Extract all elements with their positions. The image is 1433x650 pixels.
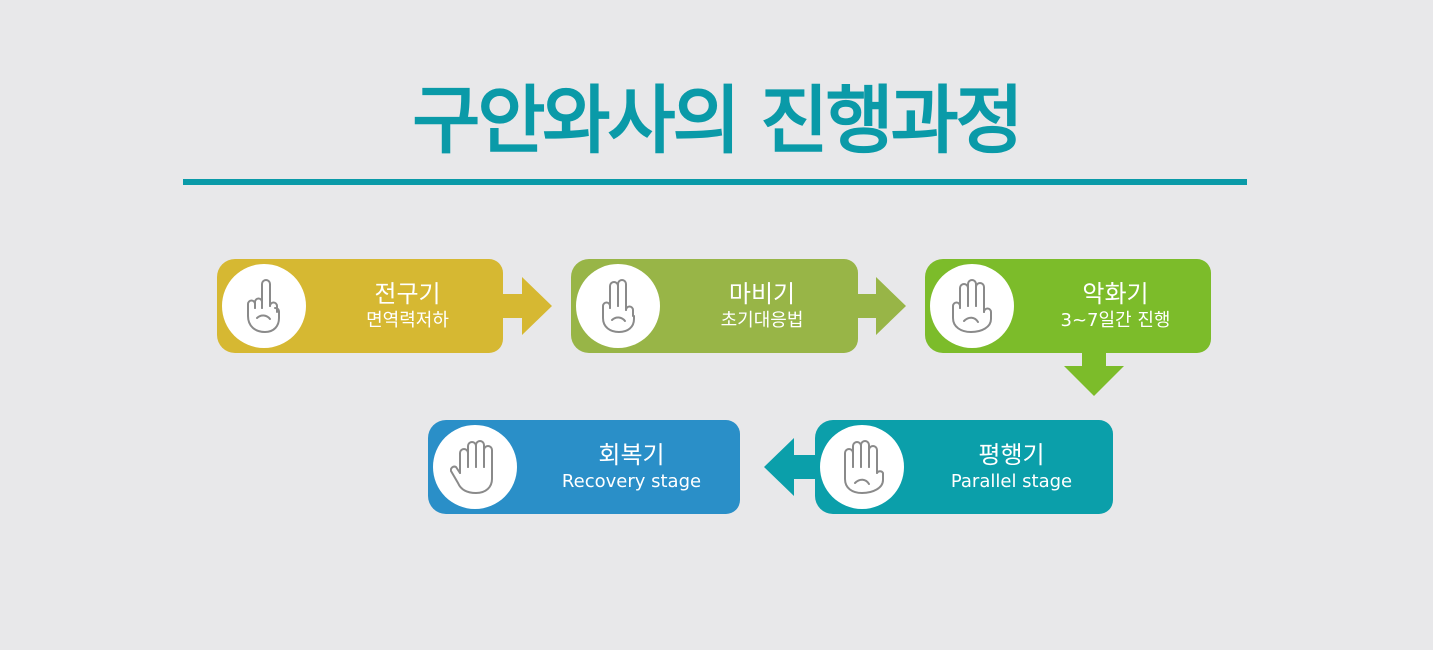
- stage-name: 악화기: [1082, 280, 1149, 308]
- two-finger-hand-icon: [602, 279, 635, 333]
- stage-icon-circle: [930, 264, 1014, 348]
- open-hand-icon: [450, 440, 493, 494]
- stage-icon-circle: [433, 425, 517, 509]
- stage-plateau: 평행기 Parallel stage: [815, 420, 1113, 514]
- arrow-down-icon: [1064, 350, 1124, 396]
- stage-label: 악화기 3~7일간 진행: [1020, 259, 1211, 353]
- stage-name: 평행기: [978, 441, 1045, 469]
- stage-recovery: 회복기 Recovery stage: [428, 420, 740, 514]
- stage-paralysis: 마비기 초기대응법: [571, 259, 858, 353]
- arrow-right-icon: [500, 277, 552, 335]
- stage-label: 마비기 초기대응법: [666, 259, 858, 353]
- stage-icon-circle: [222, 264, 306, 348]
- stage-desc: 초기대응법: [720, 310, 804, 331]
- stage-prodromal: 전구기 면역력저하: [217, 259, 503, 353]
- arrow-right-icon: [854, 277, 906, 335]
- page-title: 구안와사의 진행과정: [412, 78, 1023, 164]
- stage-name: 회복기: [598, 441, 665, 469]
- title-divider: [183, 179, 1247, 185]
- stage-desc: 면역력저하: [366, 310, 449, 331]
- stage-label: 회복기 Recovery stage: [523, 420, 740, 514]
- three-finger-hand-icon: [952, 279, 992, 333]
- stage-name: 마비기: [728, 280, 796, 308]
- stage-icon-circle: [820, 425, 904, 509]
- stage-desc: 3~7일간 진행: [1060, 310, 1171, 331]
- stage-label: 전구기 면역력저하: [312, 259, 503, 353]
- stage-aggravation: 악화기 3~7일간 진행: [925, 259, 1211, 353]
- stage-label: 평행기 Parallel stage: [910, 420, 1113, 514]
- stage-desc: Parallel stage: [950, 471, 1073, 492]
- four-finger-hand-icon: [844, 440, 884, 494]
- one-finger-hand-icon: [247, 279, 280, 333]
- stage-name: 전구기: [374, 280, 441, 308]
- stage-desc: Recovery stage: [561, 471, 702, 492]
- stage-icon-circle: [576, 264, 660, 348]
- arrow-left-icon: [764, 438, 818, 496]
